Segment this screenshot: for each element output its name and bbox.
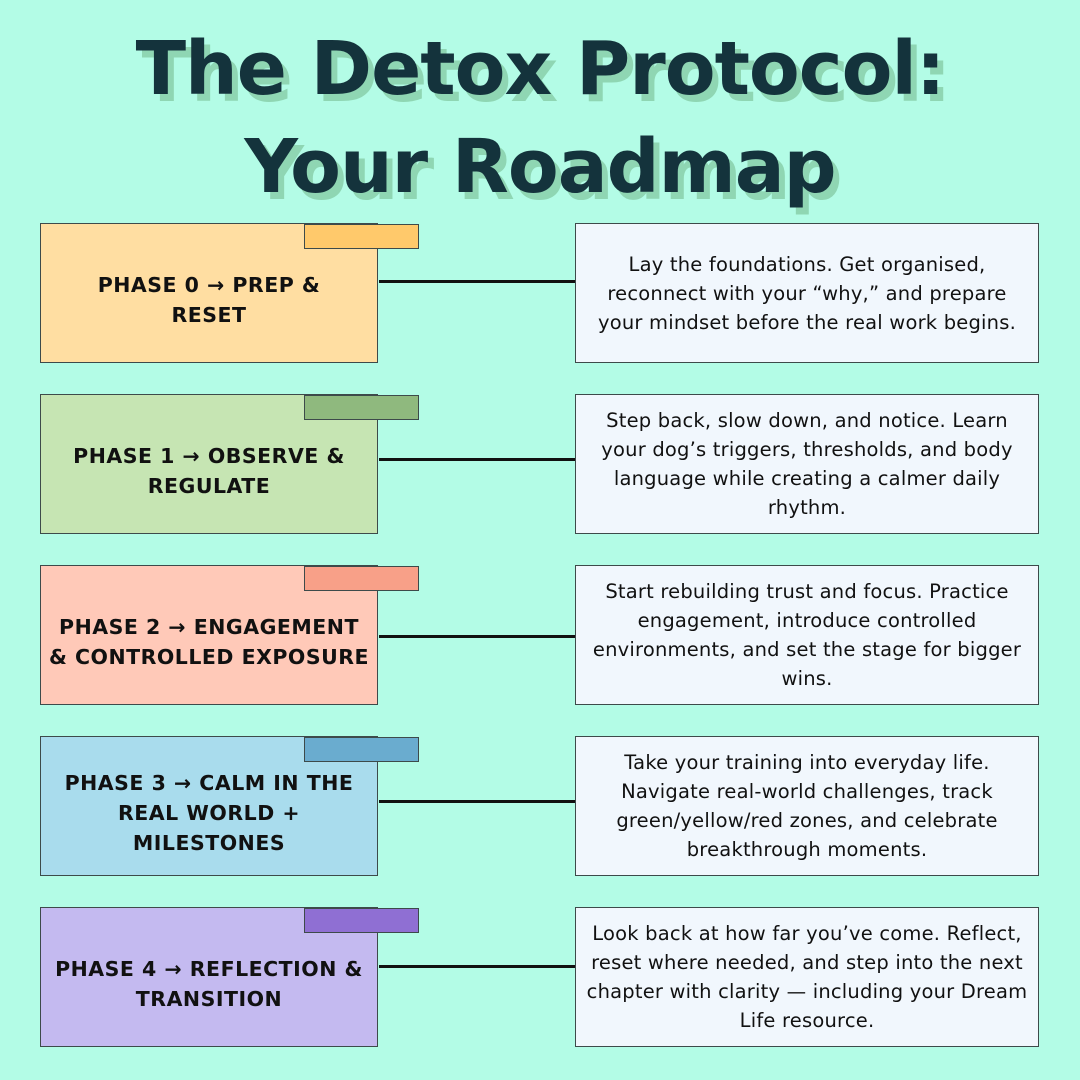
phase-1-description-box: Step back, slow down, and notice. Learn … — [575, 394, 1039, 534]
title-line-1: The Detox Protocol: — [135, 26, 946, 112]
phase-row-0: PHASE 0 → PREP & RESET Lay the foundatio… — [0, 223, 1080, 365]
phase-3-description-box: Take your training into everyday life. N… — [575, 736, 1039, 876]
phase-2-description-box: Start rebuilding trust and focus. Practi… — [575, 565, 1039, 705]
phase-3-box: PHASE 3 → CALM IN THE REAL WORLD + MILES… — [40, 736, 419, 876]
phase-2-label: PHASE 2 → ENGAGEMENT & CONTROLLED EXPOSU… — [48, 615, 370, 669]
phase-3-description: Take your training into everyday life. N… — [616, 751, 998, 861]
phase-4-tab — [304, 908, 419, 933]
title-line-2: Your Roadmap — [244, 124, 836, 210]
phase-2-tab — [304, 566, 419, 591]
phase-1-description: Step back, slow down, and notice. Learn … — [601, 409, 1013, 519]
phase-1-connector — [379, 458, 575, 461]
phase-4-description-box: Look back at how far you’ve come. Reflec… — [575, 907, 1039, 1047]
page-title: The Detox Protocol: Your Roadmap — [0, 20, 1080, 216]
phase-0-description-box: Lay the foundations. Get organised, reco… — [575, 223, 1039, 363]
phase-2-connector — [379, 635, 575, 638]
phase-1-box: PHASE 1 → OBSERVE & REGULATE — [40, 394, 419, 534]
phase-1-label: PHASE 1 → OBSERVE & REGULATE — [73, 444, 345, 498]
phase-row-3: PHASE 3 → CALM IN THE REAL WORLD + MILES… — [0, 736, 1080, 878]
phase-3-connector — [379, 800, 575, 803]
phase-0-tab — [304, 224, 419, 249]
phase-2-box: PHASE 2 → ENGAGEMENT & CONTROLLED EXPOSU… — [40, 565, 419, 705]
phase-4-label: PHASE 4 → REFLECTION & TRANSITION — [55, 957, 363, 1011]
phase-1-tab — [304, 395, 419, 420]
phase-2-description: Start rebuilding trust and focus. Practi… — [592, 580, 1022, 690]
phase-0-label: PHASE 0 → PREP & RESET — [97, 273, 321, 327]
phase-row-4: PHASE 4 → REFLECTION & TRANSITION Look b… — [0, 907, 1080, 1049]
phase-3-label: PHASE 3 → CALM IN THE REAL WORLD + MILES… — [64, 771, 354, 855]
phase-row-1: PHASE 1 → OBSERVE & REGULATE Step back, … — [0, 394, 1080, 536]
phase-0-box: PHASE 0 → PREP & RESET — [40, 223, 419, 363]
phase-0-connector — [379, 280, 575, 283]
phase-4-box: PHASE 4 → REFLECTION & TRANSITION — [40, 907, 419, 1047]
phase-0-description: Lay the foundations. Get organised, reco… — [598, 252, 1016, 334]
phase-row-2: PHASE 2 → ENGAGEMENT & CONTROLLED EXPOSU… — [0, 565, 1080, 707]
phase-4-connector — [379, 965, 575, 968]
phase-4-description: Look back at how far you’ve come. Reflec… — [586, 922, 1028, 1032]
phase-3-tab — [304, 737, 419, 762]
